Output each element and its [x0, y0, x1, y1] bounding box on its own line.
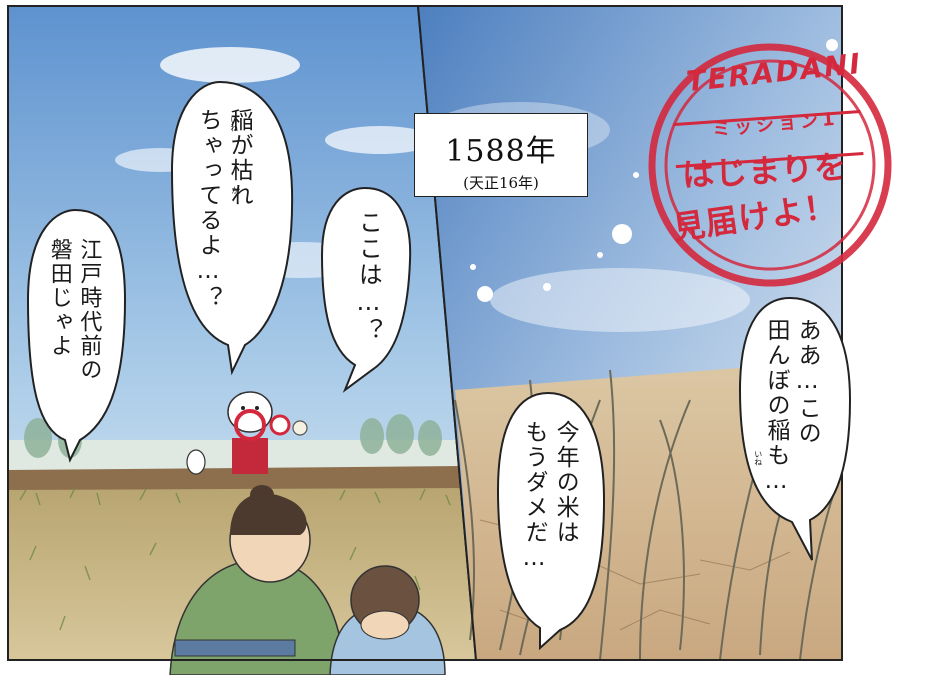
mission-stamp	[648, 43, 892, 287]
speech-bubble-text-left-3: ここは…？	[354, 210, 383, 344]
farmer-adult	[169, 485, 346, 675]
farmer-child	[329, 565, 446, 675]
furigana-ka: か	[230, 186, 240, 194]
furigana-ine: いね	[229, 116, 239, 132]
small-bird-character	[186, 449, 206, 475]
speech-bubble-text-right-1: ああ…この 田んぼの稲も…	[763, 318, 821, 496]
date-caption-box: 1588年 (天正16年)	[414, 113, 588, 197]
mascot-character	[227, 391, 291, 474]
speech-bubble-text-left-1: 江戸時代前の 磐田じゃよ	[46, 238, 102, 382]
small-coin-character	[292, 420, 308, 436]
speech-bubble-text-left-2: 稲が枯れ ちゃってるよ…？	[195, 108, 253, 311]
caption-era: (天正16年)	[463, 174, 539, 192]
caption-year: 1588年	[445, 134, 557, 169]
speech-bubble-text-right-2: 今年の米は もうダメだ…	[521, 420, 579, 573]
furigana-ine-2: いね	[753, 450, 763, 466]
speech-bubble-shapes	[26, 80, 852, 651]
